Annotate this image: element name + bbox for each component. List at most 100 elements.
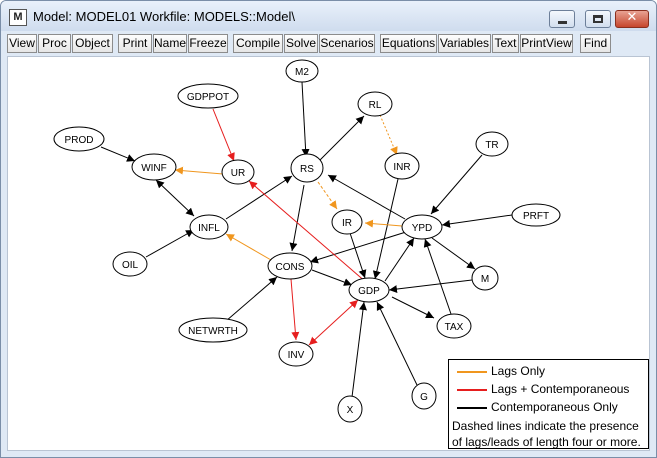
- maximize-button[interactable]: [585, 10, 611, 28]
- node-prod[interactable]: PROD: [53, 126, 105, 152]
- node-label: WINF: [141, 163, 167, 174]
- text-button[interactable]: Text: [492, 34, 519, 53]
- edge-tax-ypd: [423, 238, 452, 315]
- node-label: NETWRTH: [188, 326, 238, 337]
- app-icon[interactable]: M: [9, 9, 27, 26]
- edge-ypd-ir: [364, 219, 403, 228]
- toolbar: View Proc Object Print Name Freeze Compi…: [7, 34, 650, 54]
- node-label: YPD: [412, 223, 433, 234]
- solve-button[interactable]: Solve: [284, 34, 318, 53]
- print-button[interactable]: Print: [118, 34, 152, 53]
- name-button[interactable]: Name: [153, 34, 187, 53]
- object-button[interactable]: Object: [72, 34, 113, 53]
- node-cons[interactable]: CONS: [267, 252, 313, 280]
- edge-gdppot-ur: [212, 108, 235, 162]
- legend-note: Dashed lines indicate the presence of la…: [452, 419, 641, 449]
- node-inr[interactable]: INR: [384, 152, 420, 180]
- edge-netwrth-cons: [225, 276, 278, 322]
- node-label: GDPPOT: [187, 92, 229, 103]
- close-icon: ✕: [626, 10, 638, 25]
- node-label: PRFT: [523, 211, 549, 222]
- node-label: INV: [288, 350, 305, 361]
- proc-button[interactable]: Proc: [38, 34, 71, 53]
- node-label: RS: [300, 164, 314, 175]
- legend-line-black: [457, 407, 487, 409]
- node-label: M: [481, 274, 489, 285]
- edge-x-gdp: [351, 301, 367, 398]
- node-label: G: [420, 392, 428, 403]
- edge-infl-rs: [225, 175, 293, 220]
- edge-ypd-m: [431, 237, 476, 270]
- node-rs[interactable]: RS: [290, 153, 324, 183]
- edge-m-gdp: [388, 279, 473, 294]
- edge-gdp-tax: [391, 296, 435, 319]
- node-label: UR: [231, 168, 245, 179]
- node-winf[interactable]: WINF: [131, 153, 177, 181]
- node-tax[interactable]: TAX: [436, 313, 472, 339]
- node-oil[interactable]: OIL: [112, 251, 148, 277]
- node-tr[interactable]: TR: [475, 131, 509, 157]
- title-bar[interactable]: M Model: MODEL01 Workfile: MODELS::Model…: [1, 1, 656, 31]
- view-button[interactable]: View: [7, 34, 37, 53]
- graph-nodes: M2 GDPPOT RL PROD TR WINF UR RS INR IR Y…: [53, 59, 561, 423]
- find-button[interactable]: Find: [580, 34, 611, 53]
- maximize-icon: [593, 15, 603, 23]
- equations-button[interactable]: Equations: [380, 34, 437, 53]
- printview-button[interactable]: PrintView: [520, 34, 573, 53]
- edge-cons-gdp: [311, 269, 353, 286]
- node-label: GDP: [358, 286, 380, 297]
- node-m2[interactable]: M2: [285, 59, 319, 83]
- scenarios-button[interactable]: Scenarios: [319, 34, 375, 53]
- edge-oil-infl: [145, 229, 195, 258]
- close-button[interactable]: ✕: [615, 10, 649, 28]
- edge-m2-rs: [301, 81, 310, 158]
- edge-g-gdp: [376, 301, 418, 386]
- node-prft[interactable]: PRFT: [511, 203, 561, 227]
- edge-gdp-ypd: [384, 237, 415, 282]
- dependency-graph: M2 GDPPOT RL PROD TR WINF UR RS INR IR Y…: [53, 59, 561, 423]
- node-ypd[interactable]: YPD: [401, 214, 443, 240]
- edge-ypd-rs: [327, 174, 406, 220]
- node-label: PROD: [65, 135, 94, 146]
- edge-cons-inv: [290, 278, 300, 341]
- node-gdp[interactable]: GDP: [348, 277, 390, 303]
- node-label: RL: [369, 100, 382, 111]
- node-label: INFL: [198, 223, 220, 234]
- node-ir[interactable]: IR: [331, 209, 363, 235]
- edge-rs-rl: [319, 115, 365, 161]
- node-label: X: [347, 405, 354, 416]
- legend-label: Lags Only: [491, 364, 546, 378]
- minimize-button[interactable]: [549, 10, 575, 28]
- edge-prod-winf: [100, 146, 136, 162]
- compile-button[interactable]: Compile: [233, 34, 283, 53]
- edge-rs-cons: [289, 184, 305, 252]
- edge-ir-gdp: [349, 232, 367, 279]
- node-label: TAX: [445, 322, 464, 333]
- edge-rs-ir: [317, 181, 338, 210]
- edge-ur-gdp: [248, 180, 368, 284]
- node-ur[interactable]: UR: [221, 159, 255, 185]
- node-inv[interactable]: INV: [278, 341, 314, 367]
- node-m[interactable]: M: [471, 265, 499, 291]
- window-title: Model: MODEL01 Workfile: MODELS::Model\: [33, 9, 296, 24]
- node-label: M2: [295, 67, 309, 78]
- node-label: TR: [485, 140, 498, 151]
- freeze-button[interactable]: Freeze: [188, 34, 228, 53]
- edge-ypd-cons: [309, 231, 407, 264]
- node-label: CONS: [276, 262, 305, 273]
- variables-button[interactable]: Variables: [438, 34, 491, 53]
- legend-label: Contemporaneous Only: [491, 400, 618, 414]
- legend-line-red: [457, 389, 487, 391]
- node-infl[interactable]: INFL: [189, 214, 229, 240]
- graph-edges: [100, 81, 513, 398]
- node-gdppot[interactable]: GDPPOT: [177, 83, 239, 109]
- edge-ur-winf: [174, 166, 224, 175]
- legend: Lags Only Lags + Contemporaneous Contemp…: [448, 359, 649, 449]
- node-rl[interactable]: RL: [357, 91, 393, 117]
- edge-gdp-inv: [308, 299, 359, 346]
- node-g[interactable]: G: [411, 382, 437, 410]
- edge-prft-ypd: [441, 214, 513, 228]
- node-netwrth[interactable]: NETWRTH: [178, 317, 248, 343]
- node-x[interactable]: X: [337, 395, 363, 423]
